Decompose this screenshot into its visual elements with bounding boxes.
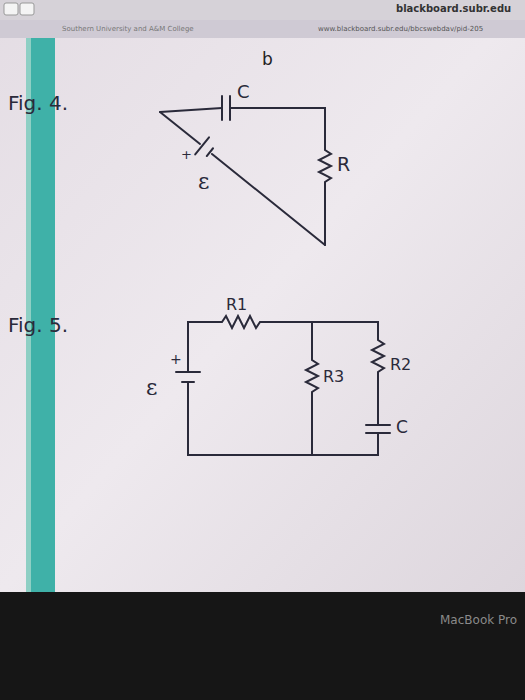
emf-label: ε xyxy=(198,170,209,194)
figure-label: Fig. 5. xyxy=(8,314,68,336)
polarity-mark: + xyxy=(181,148,192,162)
capacitor-label: C xyxy=(396,418,408,437)
polarity-mark: + xyxy=(170,352,182,367)
browser-bar xyxy=(0,0,525,20)
site-host: blackboard.subr.edu xyxy=(396,3,511,14)
tab-bar xyxy=(0,20,525,38)
fig4-circuit xyxy=(160,96,331,245)
resistor-label: R2 xyxy=(390,356,411,374)
screen-ground xyxy=(0,0,525,592)
capacitor-label: C xyxy=(237,82,250,102)
fig5-circuit xyxy=(176,316,390,455)
page-url: www.blackboard.subr.edu/bbcswebdav/pid-2… xyxy=(318,26,483,34)
resistor-label: R1 xyxy=(226,296,247,314)
back-button xyxy=(4,3,18,15)
emf-label: ε xyxy=(146,376,157,400)
resistor-label: R3 xyxy=(323,368,344,386)
device-brand: MacBook Pro xyxy=(440,614,517,627)
laptop-bezel xyxy=(0,592,525,700)
figure-label: Fig. 4. xyxy=(8,92,68,114)
partial-letter: b xyxy=(262,50,273,69)
site-title: Southern University and A&M College xyxy=(62,26,194,34)
sidebar-button xyxy=(20,3,34,15)
resistor-label: R xyxy=(337,154,350,175)
